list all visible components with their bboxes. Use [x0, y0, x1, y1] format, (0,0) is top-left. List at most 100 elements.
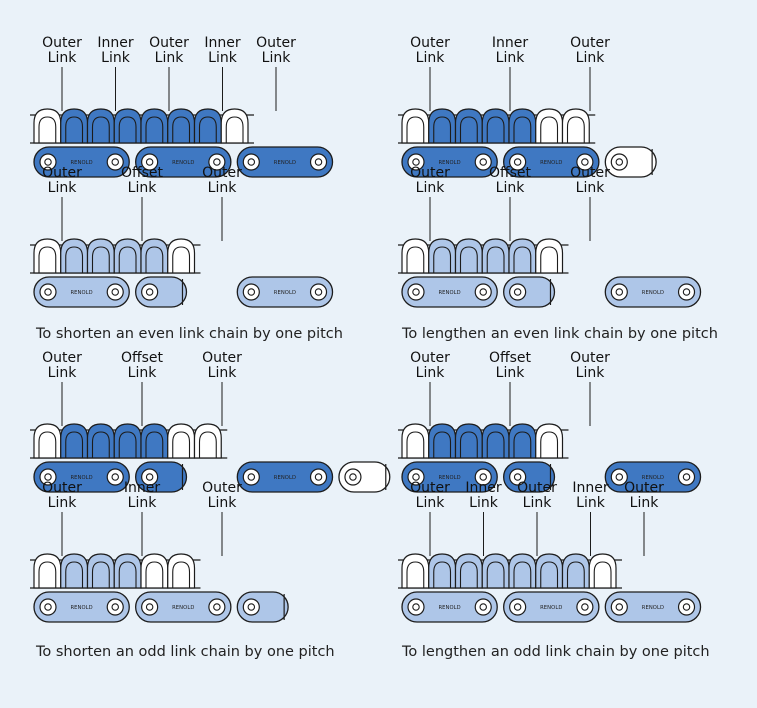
p1-bottom-roller: [433, 246, 452, 273]
p3-bottom-label: Outer: [410, 480, 450, 496]
p3-bottom-roller: [433, 561, 452, 588]
p2-top-upper-segment: [193, 423, 222, 459]
p2-bottom-roller: [38, 561, 57, 588]
p3-top-pin-center: [682, 473, 691, 481]
p3-bottom-upper-segment: [508, 553, 537, 589]
p0-bottom-pin: [242, 283, 260, 301]
p0-top-roller: [225, 116, 244, 143]
p0-top-pin-center: [111, 158, 119, 166]
p3-top-roller: [486, 431, 505, 458]
p1-top-upper-segment: [561, 108, 590, 144]
p0-top-roller: [38, 116, 57, 143]
p1-bottom-pin: [407, 283, 425, 301]
p3-bottom-pin: [474, 598, 492, 616]
p2-top-roller: [145, 431, 164, 458]
p2-top-label: Outer: [42, 350, 82, 366]
p1-top-pin: [474, 153, 492, 171]
p3-top-pin-center: [615, 473, 624, 481]
p3-top-side-plate: [604, 461, 702, 493]
p3-top-brand-mark: RENOLD: [642, 475, 664, 481]
p1-top-pin: [509, 153, 527, 171]
p1-bottom-upper-segment: [401, 238, 430, 274]
p2-top-roller: [91, 431, 110, 458]
p2-top-pin-center: [111, 473, 119, 481]
p2-top-roller: [65, 431, 84, 458]
p1-bottom-label: Link: [416, 180, 446, 196]
p0-top-label: Link: [101, 50, 131, 66]
p2-bottom-label: Inner: [124, 480, 160, 496]
p3-top-pin: [509, 468, 527, 486]
p0-top-roller: [65, 116, 84, 143]
p2-bottom-upper-segment: [113, 553, 142, 589]
p3-bottom-upper-segment: [535, 553, 564, 589]
p3-bottom-label: Outer: [624, 480, 664, 496]
p3-top-pin: [677, 468, 696, 486]
p3-bottom-pin-center: [513, 603, 522, 611]
p0-top-brand-mark: RENOLD: [70, 160, 92, 166]
p0-top-upper-segment: [33, 108, 62, 144]
p0-bottom-upper-segment: [86, 238, 115, 274]
p0-top-label: Link: [262, 50, 292, 66]
p2-top-upper-segment: [113, 423, 142, 459]
p0-top-upper-segment: [86, 108, 115, 144]
p3-bottom-label: Outer: [517, 480, 557, 496]
p3-top-side-plate: [401, 461, 498, 493]
p0-bottom-pin-center: [314, 288, 323, 296]
p3-top-roller: [513, 431, 532, 458]
p1-top-pin-center: [615, 158, 624, 166]
p3-top-pin: [407, 468, 425, 486]
p1-bottom-roller: [513, 246, 532, 273]
p0-bottom-pin-center: [44, 288, 52, 296]
p3-bottom-label: Link: [630, 495, 660, 511]
p1-top-roller: [433, 116, 452, 143]
p3-bottom-pin-center: [581, 603, 589, 611]
p3-top-pin: [474, 468, 492, 486]
p2-top-brand-mark: RENOLD: [274, 475, 296, 481]
p3-bottom-upper-segment: [588, 553, 617, 589]
p1-top-label: Outer: [410, 35, 450, 51]
p0-bottom-roller: [118, 246, 137, 273]
p0-bottom-upper-segment: [60, 238, 89, 274]
p1-bottom-pin-center: [412, 288, 420, 296]
p1-top-pin-center: [581, 158, 589, 166]
p3-top-label: Offset: [489, 350, 532, 366]
p1-top-roller: [406, 116, 425, 143]
p0-bottom-label: Link: [208, 180, 238, 196]
p0-top-upper-segment: [167, 108, 196, 144]
p1-top-side-plate: [502, 146, 600, 178]
p2-bottom-pin: [39, 598, 57, 616]
p1-top-brand-mark: RENOLD: [540, 160, 562, 166]
p3-bottom-roller: [486, 561, 505, 588]
p2-bottom-pin: [242, 598, 260, 616]
p3-bottom-side-plate: [401, 591, 498, 623]
p3-top-label: Link: [416, 365, 446, 381]
p3-bottom-upper-segment: [454, 553, 483, 589]
p3-bottom-label: Link: [523, 495, 553, 511]
p3-top-pin-center: [513, 473, 522, 481]
p0-top-brand-mark: RENOLD: [172, 160, 194, 166]
p3-bottom-pin: [677, 598, 696, 616]
p3-bottom-roller: [566, 561, 585, 588]
p2-bottom-brand-mark: RENOLD: [172, 605, 194, 611]
p0-bottom-pin: [309, 283, 328, 301]
p3-bottom-brand-mark: RENOLD: [540, 605, 562, 611]
p2-bottom-label: Link: [128, 495, 158, 511]
p1-top-pin: [610, 153, 628, 171]
p2-bottom-pin-center: [145, 603, 154, 611]
p1-bottom-pin-center: [513, 288, 522, 296]
p0-bottom-label: Link: [128, 180, 158, 196]
p2-top-side-plate: [33, 461, 130, 493]
p1-top-pin: [407, 153, 425, 171]
p2-top-pin: [106, 468, 124, 486]
p3-bottom-pin-center: [682, 603, 691, 611]
p0-bottom-label: Link: [48, 180, 78, 196]
p0-top-brand-mark: RENOLD: [274, 160, 296, 166]
p3-top-upper-segment: [508, 423, 537, 459]
p2-bottom-roller: [172, 561, 191, 588]
p3-bottom-roller: [513, 561, 532, 588]
p2-top-label: Offset: [121, 350, 164, 366]
p1-top-label: Link: [576, 50, 606, 66]
p3-top-label: Outer: [570, 350, 610, 366]
